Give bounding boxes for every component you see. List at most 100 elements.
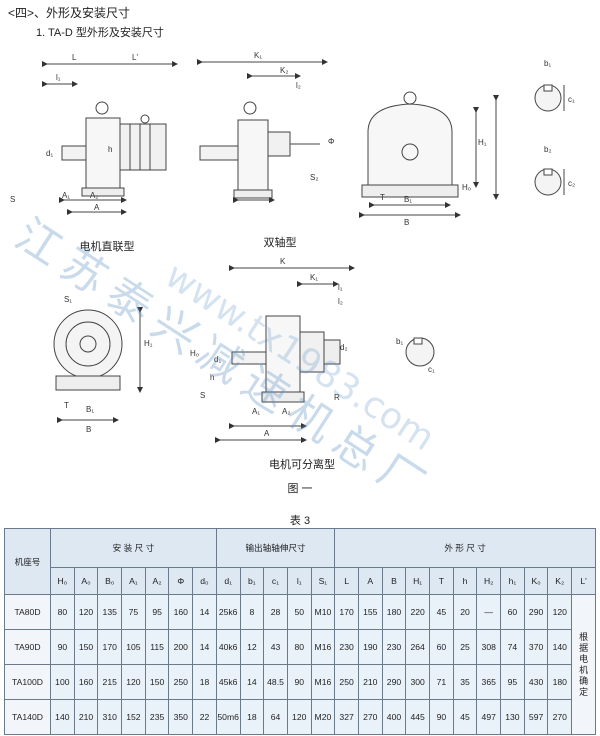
table-cell: 140	[547, 629, 573, 665]
table-cell: 150	[144, 664, 170, 700]
dim-H1: H₁	[478, 138, 487, 147]
table-cell: 497	[476, 699, 502, 735]
dim-b2: b₂	[544, 145, 552, 154]
dim-A1-sep: A₁	[252, 407, 260, 416]
front-view-drawing	[359, 91, 499, 218]
table-cell: 74	[500, 629, 525, 665]
table-cell: 25	[452, 629, 478, 665]
table-cell: 60	[500, 594, 525, 630]
table-cell: 45	[429, 594, 454, 630]
column-header: T	[429, 567, 454, 595]
column-header: A	[357, 567, 383, 595]
column-header: K₂	[547, 567, 573, 595]
table-cell: 220	[405, 594, 430, 630]
table-cell: 597	[523, 699, 549, 735]
dim-B1: B₁	[404, 195, 412, 204]
dim-c1-sep: c₁	[428, 365, 435, 374]
dim-L-prime: L'	[132, 53, 138, 62]
table-cell: 75	[121, 594, 146, 630]
table-cell: 210	[73, 699, 99, 735]
caption-direct-motor: 电机直联型	[79, 241, 135, 253]
key-section-drawings	[534, 84, 565, 196]
table-cell: 230	[381, 629, 407, 665]
table-cell: 35	[452, 664, 478, 700]
dim-h: h	[108, 145, 112, 154]
group-shaft: 输出轴轴伸尺寸	[215, 528, 336, 568]
dim-h-sep: h	[210, 373, 214, 382]
dim-S-sep: S	[200, 391, 205, 400]
table-cell: 180	[381, 594, 407, 630]
model-cell: TA140D	[4, 699, 51, 735]
table-cell: 120	[286, 699, 312, 735]
column-header: c₁	[263, 567, 288, 595]
note-cell: 根据电机确定	[571, 594, 596, 735]
caption-separable-motor: 电机可分离型	[269, 459, 335, 471]
table-cell: 215	[97, 664, 123, 700]
table-cell: 90	[286, 664, 312, 700]
table-cell: 250	[334, 664, 359, 700]
dim-d1-sep: d₁	[214, 355, 221, 364]
column-header: A₀	[73, 567, 99, 595]
dim-H0-sep: H₀	[190, 349, 199, 358]
figure-subtitle: 1. TA-D 型外形及安装尺寸	[36, 27, 164, 39]
table-cell: 135	[97, 594, 123, 630]
table-cell: 300	[405, 664, 430, 700]
table-cell: 250	[168, 664, 194, 700]
column-header: d₀	[192, 567, 217, 595]
column-header: h₁	[500, 567, 525, 595]
model-cell: TA100D	[4, 664, 51, 700]
dim-l1: l₁	[56, 73, 61, 82]
dim-H0: H₀	[462, 183, 471, 192]
table-cell: 105	[121, 629, 146, 665]
table-cell: 90	[50, 629, 75, 665]
dim-c2: c₂	[568, 179, 575, 188]
column-header: H₂	[476, 567, 502, 595]
dim-R: R	[334, 393, 340, 402]
table-cell: 365	[476, 664, 502, 700]
dual-shaft-drawing	[197, 59, 328, 203]
table-cell: 60	[429, 629, 454, 665]
table-cell: 430	[523, 664, 549, 700]
dim-c1: c₁	[568, 95, 575, 104]
table-cell: 200	[168, 629, 194, 665]
table-cell: 210	[357, 664, 383, 700]
direct-motor-drawing	[42, 61, 178, 215]
dim-T-sep: T	[64, 401, 69, 410]
dim-A: A	[94, 203, 100, 212]
table-cell: 290	[523, 594, 549, 630]
dim-phi: Φ	[328, 137, 334, 146]
table-cell: 120	[547, 594, 573, 630]
column-header: h	[452, 567, 478, 595]
table-cell: 12	[239, 629, 265, 665]
table-cell: 130	[500, 699, 525, 735]
table-cell: 170	[97, 629, 123, 665]
model-cell: TA80D	[4, 594, 51, 630]
table-cell: 43	[263, 629, 288, 665]
table-cell: 180	[547, 664, 573, 700]
table-cell: 290	[381, 664, 407, 700]
table-cell: 95	[144, 594, 170, 630]
table-cell: 14	[239, 664, 265, 700]
table-cell: 18	[192, 664, 217, 700]
table-cell: 48.5	[263, 664, 288, 700]
table-cell: M16	[310, 629, 336, 665]
table-cell: 120	[73, 594, 99, 630]
dim-K: K	[280, 257, 286, 266]
dim-S2: S₂	[310, 173, 318, 182]
table-cell: 270	[357, 699, 383, 735]
column-header: K₀	[523, 567, 549, 595]
table-cell: 170	[334, 594, 359, 630]
table-cell: 8	[239, 594, 265, 630]
dim-l2: l₂	[296, 81, 301, 90]
table-cell: —	[476, 594, 502, 630]
table-cell: 160	[168, 594, 194, 630]
dim-A1: A₁	[62, 191, 70, 200]
table-cell: 190	[357, 629, 383, 665]
dim-A2-sep: A₂	[282, 407, 290, 416]
table-cell: 155	[357, 594, 383, 630]
group-install: 安 装 尺 寸	[50, 528, 217, 568]
table-cell: 150	[73, 629, 99, 665]
